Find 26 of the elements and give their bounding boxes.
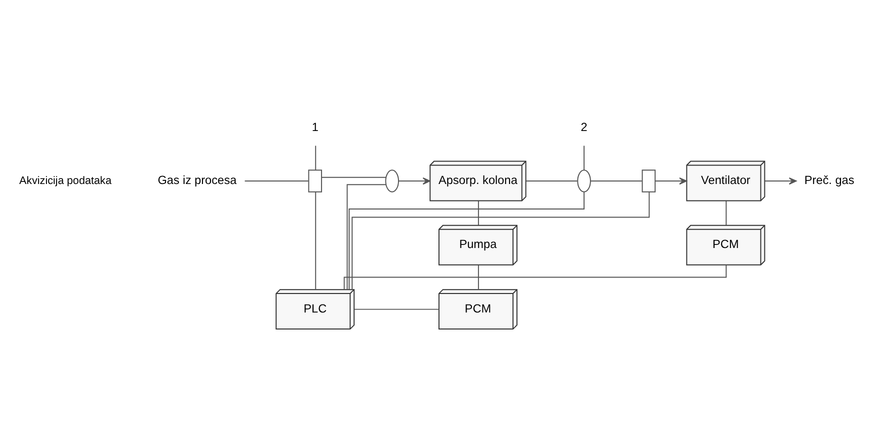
- connector: [726, 200, 727, 226]
- connector: [584, 145, 585, 171]
- connector: [478, 200, 479, 226]
- label: Akvizicija podataka: [19, 174, 112, 187]
- node-box: [642, 170, 656, 192]
- connector: [526, 180, 578, 182]
- node-text: 2: [580, 120, 588, 134]
- connector: [590, 180, 642, 182]
- node-text: 1: [312, 120, 318, 134]
- node-ellipse: [577, 170, 591, 192]
- connector: [478, 264, 479, 290]
- connector: [244, 180, 309, 182]
- node-box: [308, 170, 322, 192]
- connector: [348, 192, 585, 290]
- connector: [346, 184, 386, 290]
- arrow: [398, 177, 430, 185]
- connector: [321, 176, 386, 178]
- node-text: Gas iz procesa: [158, 173, 237, 188]
- connector: [352, 192, 650, 290]
- connector: [315, 191, 316, 290]
- connector: [354, 308, 440, 310]
- node-ellipse: [385, 170, 399, 192]
- connector: [315, 145, 316, 171]
- node-text: Preč. gas: [804, 173, 854, 188]
- arrow: [654, 177, 687, 185]
- arrow: [764, 177, 797, 185]
